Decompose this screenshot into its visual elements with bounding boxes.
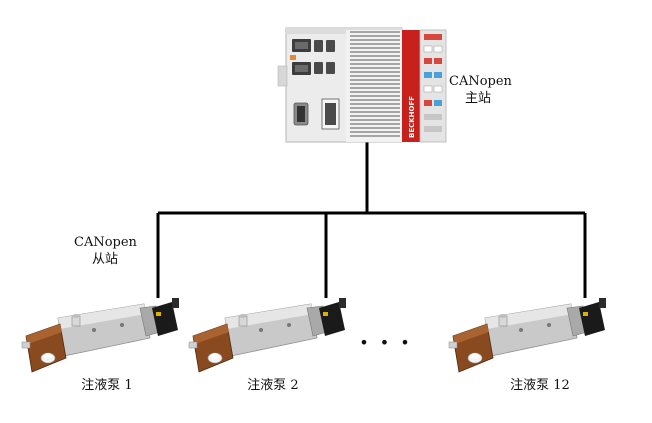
master-label-line2: 主站: [465, 91, 492, 106]
pump-label-12: 注液泵 12: [510, 378, 570, 393]
pump-2: [188, 298, 346, 373]
pump-1: [21, 298, 179, 373]
can-bus: [156, 142, 587, 298]
dvi-port-icon: [321, 98, 340, 130]
pump-label-2: 注液泵 2: [247, 378, 299, 393]
pump-label-1: 注液泵 1: [81, 378, 133, 393]
ethernet-ports-icon: [290, 39, 311, 75]
io-terminal: [419, 29, 447, 143]
brand-logo-text: BECKHOFF: [408, 96, 416, 138]
master-label: CANopen 主站: [449, 73, 512, 107]
cooling-grille: [346, 30, 402, 142]
ellipsis-more-pumps: • • •: [359, 333, 412, 352]
master-controller: BECKHOFF: [277, 27, 447, 143]
usb-ports-icon: [314, 40, 335, 74]
pump-12: [448, 298, 606, 373]
slave-label-line1: CANopen: [74, 235, 137, 250]
slave-label: CANopen 从站: [74, 234, 137, 268]
serial-port-icon: [293, 102, 309, 126]
master-label-line1: CANopen: [449, 74, 512, 89]
slave-label-line2: 从站: [91, 252, 118, 267]
